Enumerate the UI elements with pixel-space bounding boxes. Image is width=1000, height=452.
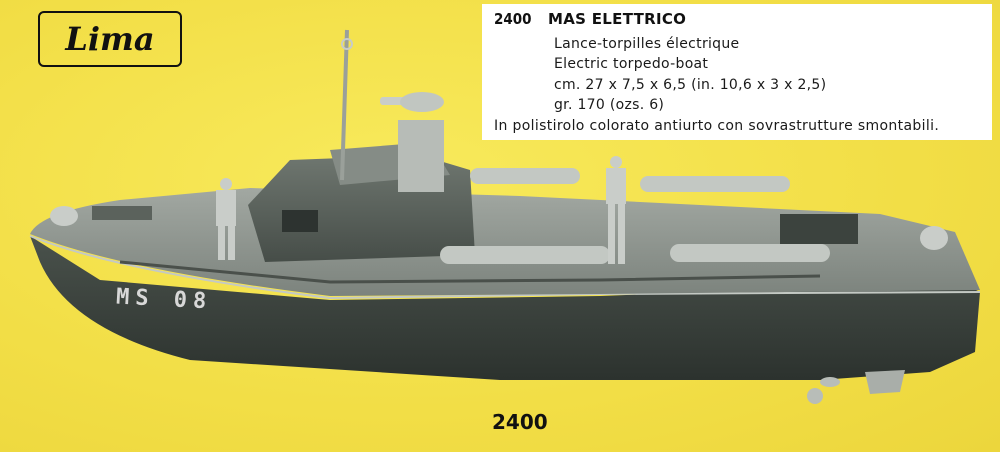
crew-figure-bow <box>216 178 236 260</box>
torpedo-tube-4 <box>670 244 830 262</box>
spec-line-english: Electric torpedo-boat <box>554 56 709 72</box>
spec-material-note: In polistirolo colorato antiurto con sov… <box>494 118 940 134</box>
hull-rubrail <box>29 235 981 300</box>
torpedo-tube-2 <box>640 176 790 192</box>
cabin-window <box>282 210 318 232</box>
torpedo-tube-1 <box>470 168 580 184</box>
spec-line-dimensions: cm. 27 x 7,5 x 6,5 (in. 10,6 x 3 x 2,5) <box>554 77 827 93</box>
torpedo-tube-3 <box>440 246 610 264</box>
spec-product-title: MAS ELETTRICO <box>548 10 687 28</box>
hull-marking: MS 08 <box>115 284 213 315</box>
lima-logo-script: Lima <box>64 20 154 58</box>
bow-gun <box>50 206 78 226</box>
lima-logo: Lima <box>38 11 182 67</box>
boat-hull <box>30 236 980 380</box>
product-spec-box: 2400 MAS ELETTRICO Lance-torpilles élect… <box>482 4 992 140</box>
spec-line-french: Lance-torpilles électrique <box>554 36 740 52</box>
bow-hatch <box>92 206 152 220</box>
depth-charge-rack <box>780 214 858 244</box>
propeller <box>807 377 840 404</box>
crew-figure-mid <box>606 156 626 264</box>
stern-gun <box>920 226 948 250</box>
model-number-caption: 2400 <box>492 410 548 434</box>
deck-stripe <box>119 260 821 284</box>
mast-top <box>341 38 353 50</box>
turret-base <box>398 120 444 192</box>
spec-line-weight: gr. 170 (ozs. 6) <box>554 97 665 113</box>
mast <box>340 29 349 181</box>
rudder <box>865 370 905 394</box>
lima-logo-text: Lima <box>64 20 154 58</box>
turret-top <box>400 92 444 112</box>
spec-product-code: 2400 <box>494 10 532 28</box>
